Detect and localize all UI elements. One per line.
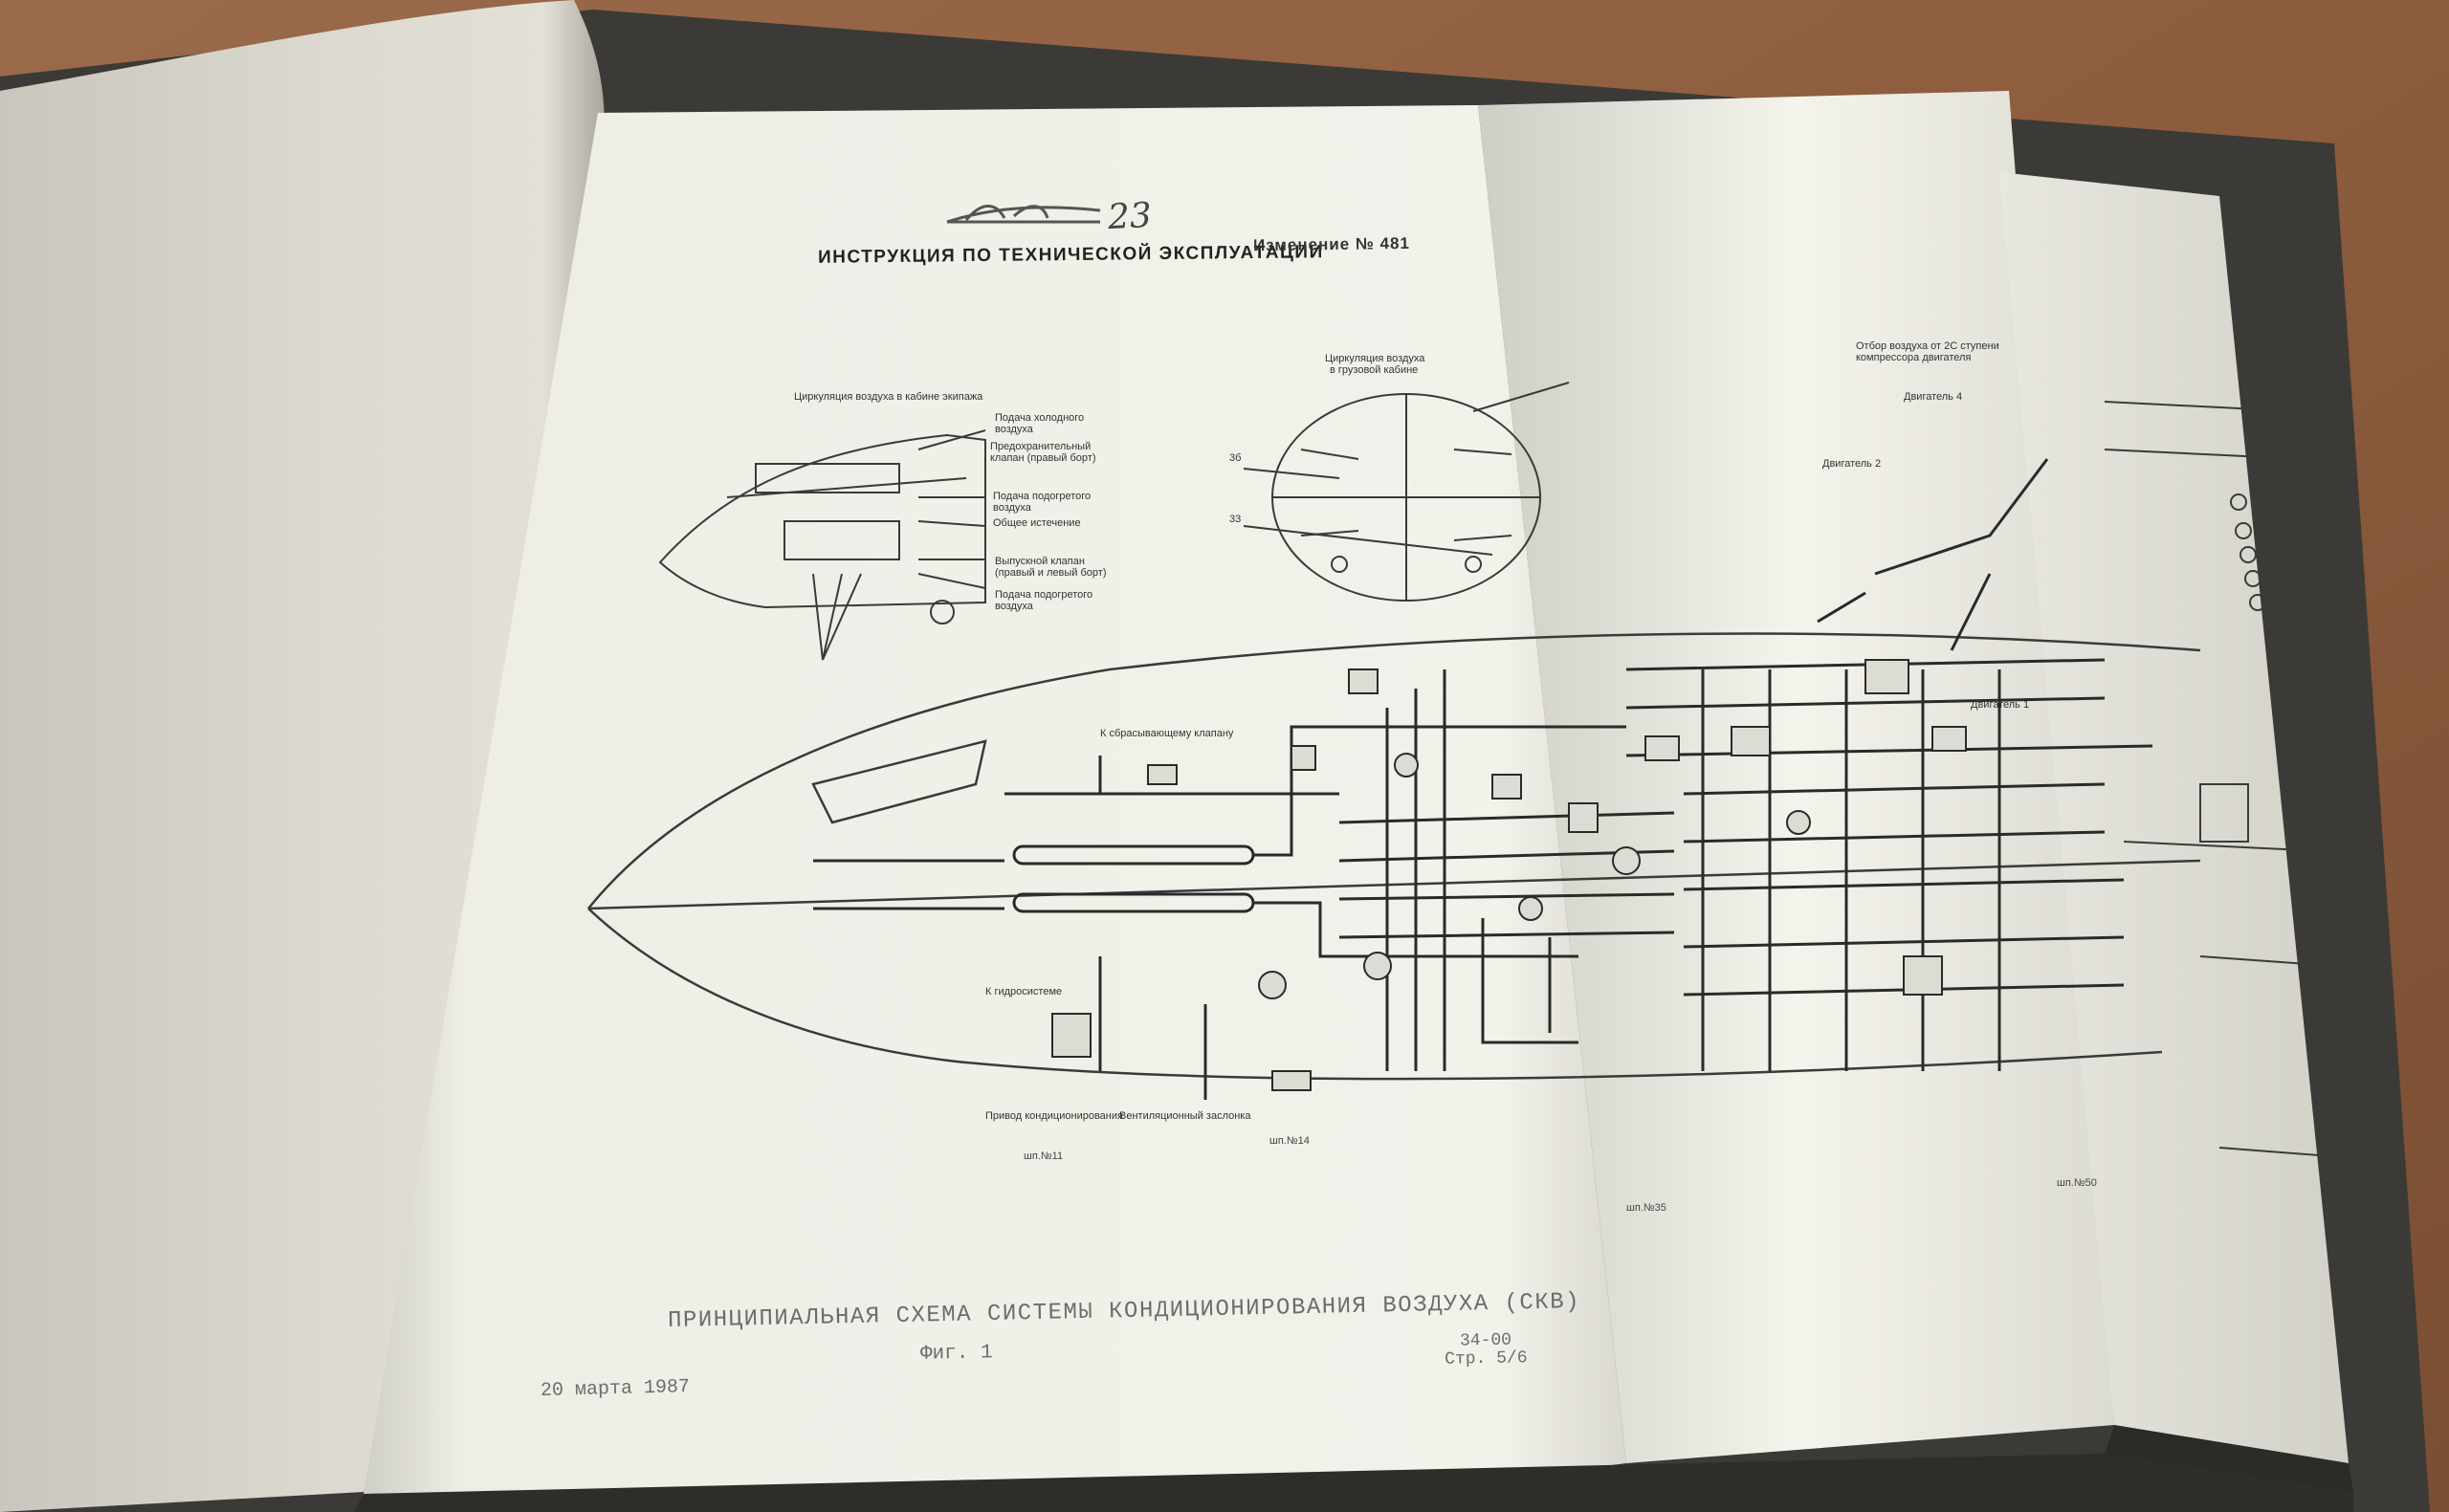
svg-text:шп.№11: шп.№11 bbox=[1024, 1150, 1063, 1162]
book-bottom-board bbox=[354, 1454, 2353, 1512]
svg-text:Выпускной клапан: Выпускной клапан bbox=[995, 556, 1085, 567]
svg-text:клапан (правый борт): клапан (правый борт) bbox=[990, 452, 1095, 464]
svg-text:компрессора двигателя: компрессора двигателя bbox=[1856, 352, 1971, 363]
svg-text:в грузовой кабине: в грузовой кабине bbox=[1330, 364, 1418, 376]
svg-text:Подача подогретого: Подача подогретого bbox=[993, 491, 1091, 502]
svg-text:Подача холодного: Подача холодного bbox=[995, 412, 1084, 424]
foldout-panel bbox=[1999, 172, 2349, 1463]
svg-text:шп.№35: шп.№35 bbox=[1626, 1202, 1666, 1214]
figure-sheet-number: Фиг. 1 bbox=[919, 1342, 993, 1366]
main-callouts: К сбрасывающему клапану Привод кондицион… bbox=[985, 340, 2029, 1122]
cargo-inset bbox=[1243, 382, 1570, 602]
cockpit-inset-labels: Циркуляция воздуха в кабине экипажа Пода… bbox=[794, 391, 1107, 612]
svg-text:Подача подогретого: Подача подогретого bbox=[995, 589, 1092, 601]
fuselage-outline bbox=[587, 632, 2201, 1081]
svg-text:шп.№14: шп.№14 bbox=[1269, 1135, 1310, 1147]
svg-text:К гидросистеме: К гидросистеме bbox=[985, 986, 1062, 997]
svg-text:3б: 3б bbox=[1229, 452, 1241, 464]
foldout-shadow bbox=[2105, 1425, 2353, 1492]
foldout-details bbox=[2104, 401, 2345, 1158]
svg-text:воздуха: воздуха bbox=[995, 601, 1034, 612]
cockpit-inset bbox=[658, 429, 986, 661]
frame-marks: шп.№11 шп.№14 шп.№35 шп.№50 bbox=[1024, 1135, 2097, 1214]
cargo-inset-labels: Циркуляция воздуха в грузовой кабине 3б … bbox=[1229, 353, 1425, 525]
schematic-pipes bbox=[813, 458, 2153, 1100]
svg-text:К сбрасывающему клапану: К сбрасывающему клапану bbox=[1100, 728, 1234, 739]
folded-sheet bbox=[1478, 91, 2114, 1463]
schematic-components bbox=[1051, 659, 1967, 1091]
svg-text:(правый и левый борт): (правый и левый борт) bbox=[995, 567, 1107, 579]
svg-text:шп.№50: шп.№50 bbox=[2057, 1177, 2097, 1189]
document-date: 20 марта 1987 bbox=[540, 1375, 691, 1403]
svg-text:Отбор воздуха от 2С ступени: Отбор воздуха от 2С ступени bbox=[1856, 340, 1999, 352]
svg-text:Двигатель 1: Двигатель 1 bbox=[1971, 699, 2029, 711]
svg-text:Циркуляция воздуха в кабине эк: Циркуляция воздуха в кабине экипажа bbox=[794, 391, 983, 403]
svg-text:Вентиляционный заслонка: Вентиляционный заслонка bbox=[1119, 1110, 1251, 1122]
handwritten-page-number: 23 bbox=[1106, 195, 1153, 238]
svg-text:Предохранительный: Предохранительный bbox=[990, 441, 1091, 452]
svg-text:Двигатель 4: Двигатель 4 bbox=[1904, 391, 1962, 403]
center-page bbox=[364, 105, 1626, 1494]
svg-text:Циркуляция воздуха: Циркуляция воздуха bbox=[1325, 353, 1425, 364]
svg-text:Общее истечение: Общее истечение bbox=[993, 517, 1081, 529]
svg-text:воздуха: воздуха bbox=[993, 502, 1032, 514]
svg-text:33: 33 bbox=[1229, 514, 1241, 525]
svg-text:Привод кондиционирования: Привод кондиционирования bbox=[985, 1110, 1123, 1122]
svg-text:воздуха: воздуха bbox=[995, 424, 1034, 435]
handwritten-logo bbox=[946, 205, 1101, 224]
document-change-number: Изменение № 481 bbox=[1252, 233, 1411, 255]
svg-text:Двигатель 2: Двигатель 2 bbox=[1822, 458, 1881, 470]
